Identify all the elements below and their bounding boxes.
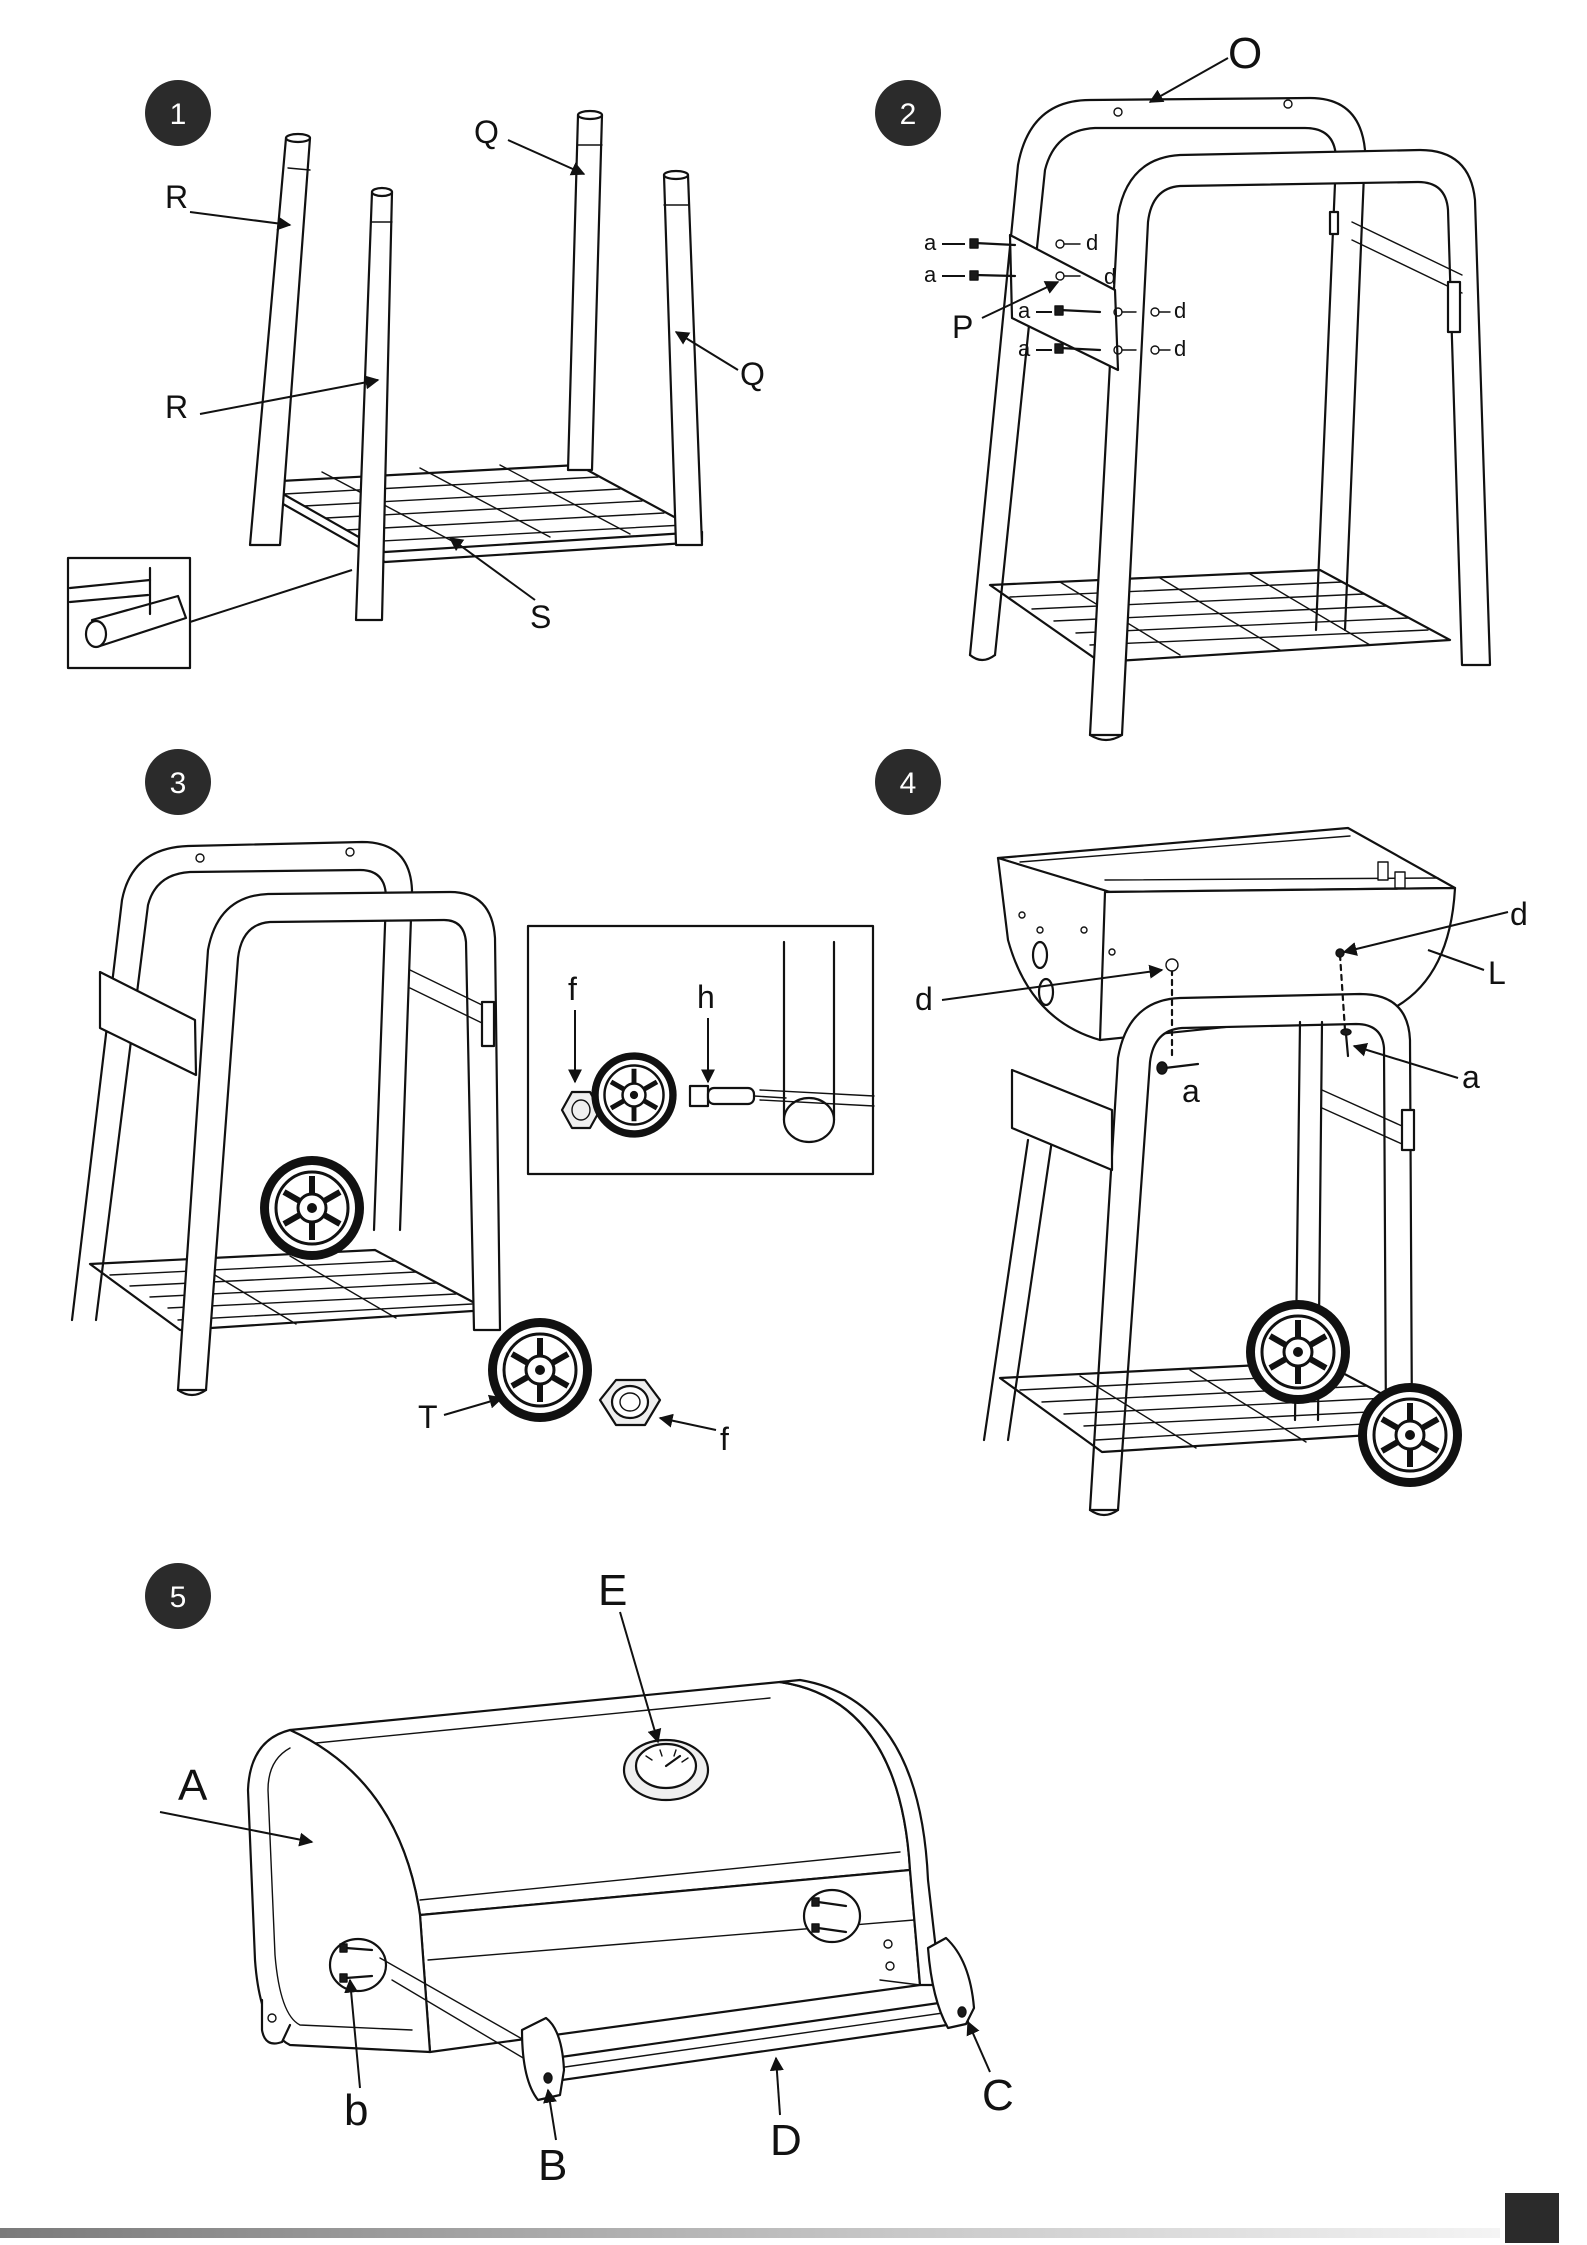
label-Q-2: Q bbox=[740, 356, 765, 392]
label-d-1: d bbox=[1086, 230, 1098, 255]
nut-icon bbox=[600, 1380, 660, 1425]
label-B: B bbox=[538, 2141, 567, 2190]
step-1-panel: 1 bbox=[68, 80, 765, 668]
step-4-number: 4 bbox=[900, 767, 917, 800]
frame-front bbox=[1090, 150, 1490, 740]
label-a-4: a bbox=[1018, 336, 1031, 361]
step-badge-icon: 4 bbox=[875, 749, 941, 815]
label-O: O bbox=[1228, 29, 1262, 78]
label-a-1: a bbox=[924, 230, 937, 255]
label-Q-1: Q bbox=[474, 114, 499, 150]
label-D: D bbox=[770, 2116, 802, 2165]
wheel-icon bbox=[488, 1318, 592, 1422]
label-T: T bbox=[418, 1399, 438, 1435]
step-3-panel: 3 bbox=[72, 749, 874, 1457]
label-a-2: a bbox=[924, 262, 937, 287]
label-E: E bbox=[598, 1566, 627, 1615]
label-d-3: d bbox=[1174, 298, 1186, 323]
label-R-2: R bbox=[165, 389, 188, 425]
label-b: b bbox=[344, 2086, 368, 2135]
label-d-left: d bbox=[915, 981, 933, 1017]
label-h: h bbox=[697, 979, 715, 1015]
step-3-number: 3 bbox=[170, 767, 187, 800]
step-badge-icon: 3 bbox=[145, 749, 211, 815]
label-P: P bbox=[952, 309, 973, 345]
leg-Q-back bbox=[568, 111, 602, 470]
wheel-icon bbox=[260, 1156, 364, 1260]
leg-R-front bbox=[356, 188, 392, 620]
wheel-icon bbox=[591, 1052, 676, 1137]
label-f: f bbox=[720, 1421, 729, 1457]
step-badge-icon: 2 bbox=[875, 80, 941, 146]
shelf-S bbox=[262, 465, 702, 562]
label-L: L bbox=[1488, 955, 1506, 991]
label-d-2: d bbox=[1104, 264, 1116, 289]
label-S: S bbox=[530, 599, 551, 635]
leg-Q-front bbox=[664, 171, 702, 545]
step-badge-icon: 5 bbox=[145, 1563, 211, 1629]
wheel-icon bbox=[1246, 1300, 1350, 1404]
detail-inset: f h bbox=[528, 926, 874, 1174]
page-marker bbox=[1505, 2193, 1559, 2243]
step-5-number: 5 bbox=[170, 1581, 187, 1614]
step-2-number: 2 bbox=[900, 98, 917, 131]
label-A: A bbox=[178, 1761, 208, 1810]
wheel-icon bbox=[1358, 1383, 1462, 1487]
label-d-4: d bbox=[1174, 336, 1186, 361]
shelf bbox=[990, 570, 1450, 662]
footer bbox=[0, 2193, 1559, 2243]
footer-gradient-bar bbox=[0, 2228, 1500, 2238]
label-R-1: R bbox=[165, 179, 188, 215]
label-f-inset: f bbox=[568, 971, 577, 1007]
label-d-right: d bbox=[1510, 896, 1528, 932]
label-C: C bbox=[982, 2071, 1014, 2120]
label-a-left: a bbox=[1182, 1073, 1200, 1109]
detail-inset bbox=[68, 558, 352, 668]
leg-R-back bbox=[250, 134, 310, 545]
shelf bbox=[90, 1250, 488, 1330]
bracket bbox=[100, 972, 196, 1075]
step-1-number: 1 bbox=[170, 98, 187, 131]
label-a-right: a bbox=[1462, 1059, 1480, 1095]
label-a-3: a bbox=[1018, 298, 1031, 323]
step-5-panel: 5 bbox=[145, 1563, 1014, 2190]
step-4-panel: 4 bbox=[875, 749, 1528, 1515]
step-2-panel: 2 bbox=[875, 29, 1490, 740]
step-badge-icon: 1 bbox=[145, 80, 211, 146]
thermometer-icon bbox=[624, 1740, 708, 1800]
